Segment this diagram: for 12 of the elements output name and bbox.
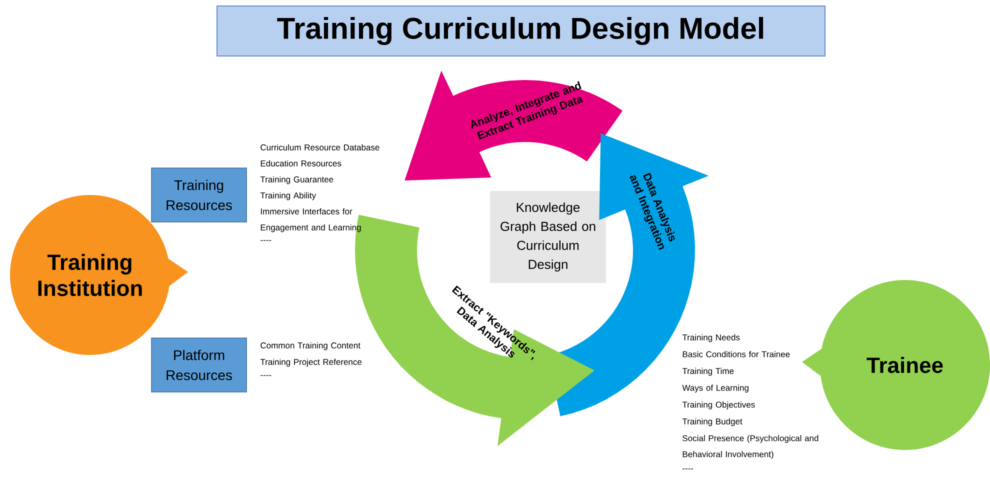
list-item: Training Budget xyxy=(682,418,742,426)
resource-box: Training Resources xyxy=(151,168,247,222)
list-item: ---- xyxy=(260,375,272,376)
list-item: Training Guarantee xyxy=(260,176,334,184)
list-item: Education Resources xyxy=(260,160,342,166)
list-item: ---- xyxy=(682,468,694,470)
list-item: ---- xyxy=(260,240,272,241)
center-box: Knowledge Graph Based on Curriculum Design xyxy=(490,191,606,283)
resource-box: Platform Resources xyxy=(151,338,247,392)
title-box: Training Curriculum Design Model xyxy=(216,6,826,56)
list-item: Curriculum Resource Database xyxy=(260,144,380,150)
list-item: Training Ability xyxy=(260,192,316,200)
